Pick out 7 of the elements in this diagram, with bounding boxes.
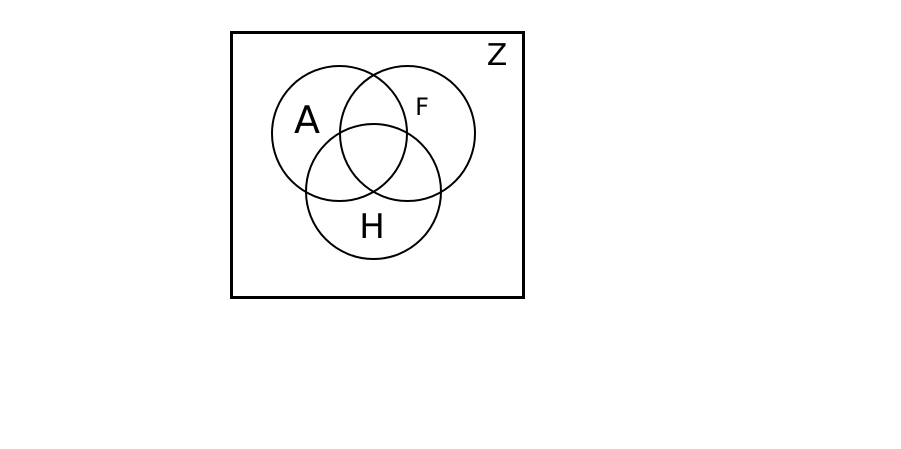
set-label: F: [415, 95, 429, 119]
set-circle: [339, 65, 476, 202]
set-label: H: [359, 210, 385, 244]
universe-label: Z: [486, 41, 508, 71]
universe-box: [230, 31, 525, 299]
set-circle: [271, 65, 408, 202]
set-label: A: [294, 101, 320, 139]
